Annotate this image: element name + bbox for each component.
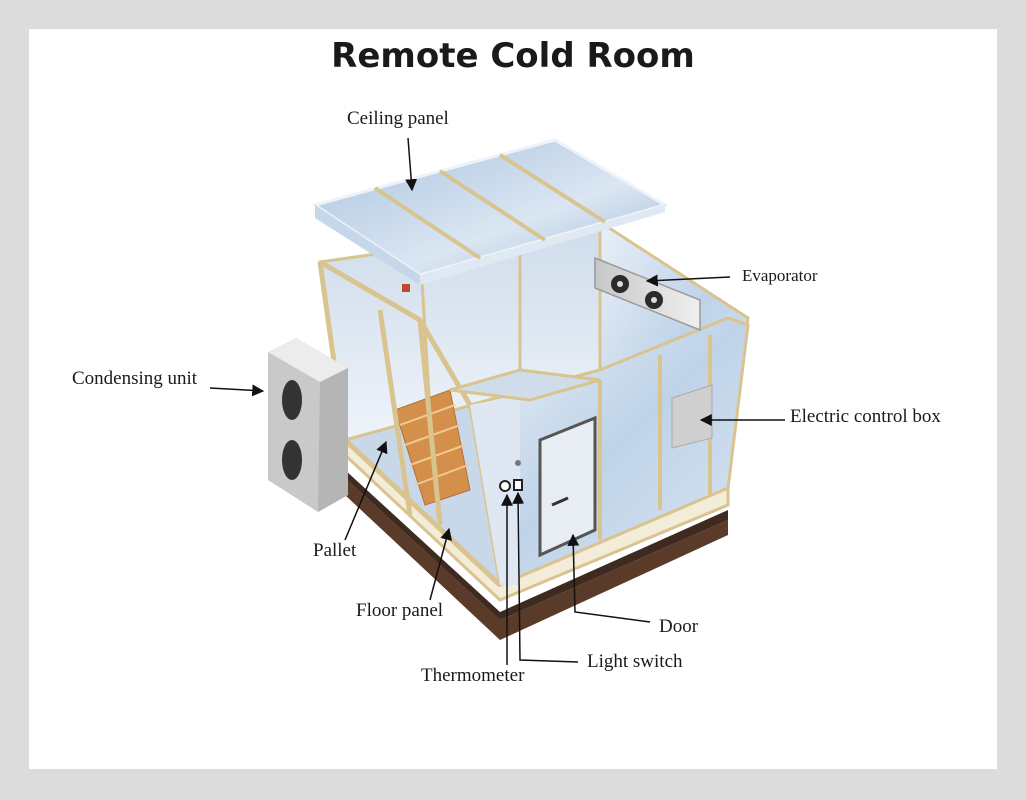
evaporator-shape [594,256,701,332]
inner-box-top [449,368,601,402]
door-label: Door [659,616,699,637]
ceiling-panel-shape [311,138,669,292]
evaporator-pointer [645,274,731,287]
thermometer-shape [499,480,511,492]
ceiling-panel-label: Ceiling panel [347,108,449,129]
page-title: Remote Cold Room [331,36,695,76]
condensing-unit-shape [268,338,348,512]
ceiling-panel-pointer [405,137,418,192]
door-shape [538,415,597,558]
electric-control-box-label: Electric control box [790,406,941,427]
pallet-pointer [344,440,388,541]
condensing-unit-label: Condensing unit [72,368,198,389]
thermometer-label: Thermometer [421,665,525,686]
door-pointer [567,533,651,623]
control-box-shape [671,384,713,449]
leader-lines [209,137,785,665]
evaporator-label: Evaporator [742,266,818,285]
light-switch-shape [513,460,523,491]
pallet-label: Pallet [313,540,357,561]
light-switch-pointer [512,491,579,663]
floor-panel-label: Floor panel [356,600,444,621]
light-switch-label: Light switch [587,651,683,672]
condensing-unit-pointer [209,384,265,397]
floor-panel-pointer [429,527,453,601]
